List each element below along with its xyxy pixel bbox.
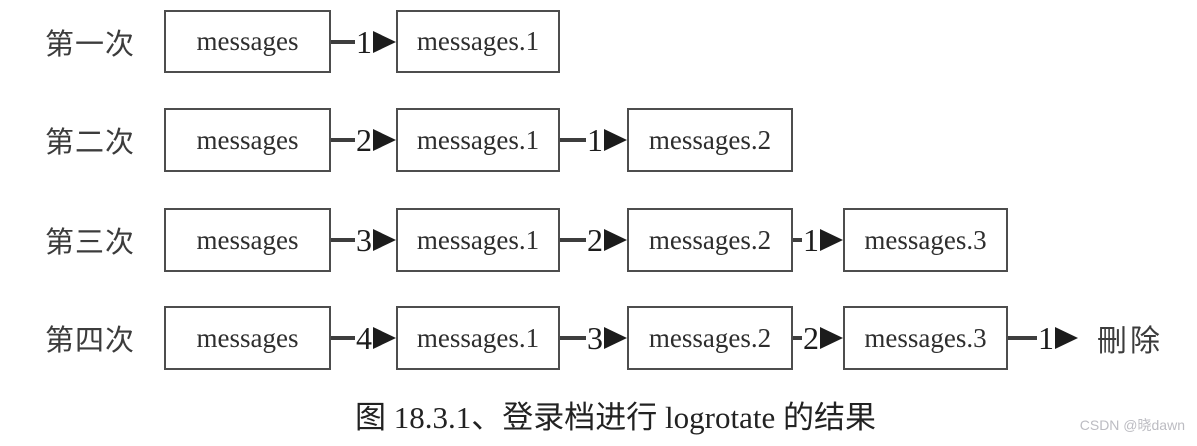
rotation-row-2: 第二次 messages 2 messages.1 1 messages.2 (0, 108, 1197, 172)
row-label: 第一次 (45, 28, 136, 61)
file-box: messages.1 (396, 10, 560, 73)
arrow-connector: 2 (560, 208, 627, 272)
rotation-row-3: 第三次 messages 3 messages.1 2 messages.2 1… (0, 208, 1197, 272)
delete-text: 刪除 (1097, 325, 1163, 358)
arrow-number: 2 (356, 122, 372, 158)
arrow-connector: 3 (560, 306, 627, 370)
file-box-label: messages.2 (648, 224, 772, 255)
arrow-head-icon (373, 129, 396, 151)
arrow-number: 3 (356, 222, 372, 258)
file-box: messages.3 (843, 208, 1008, 272)
arrow-connector: 2 (331, 108, 396, 172)
file-box-label: messages.1 (416, 322, 540, 353)
arrow-number: 2 (587, 222, 603, 258)
arrow-head-icon (1055, 327, 1078, 349)
file-box: messages.3 (843, 306, 1008, 370)
file-box-label: messages (196, 124, 299, 155)
arrow-connector: 4 (331, 306, 396, 370)
file-box: messages.1 (396, 108, 560, 172)
arrow-head-icon (373, 327, 396, 349)
arrow-line (331, 39, 355, 44)
arrow-line (560, 336, 586, 340)
arrow-line (560, 138, 586, 142)
rotation-row-1: 第一次 messages 1 messages.1 (0, 10, 1197, 73)
file-box: messages.2 (627, 108, 793, 172)
arrow-number: 2 (803, 320, 819, 356)
arrow-head-icon (604, 229, 627, 251)
arrow-connector: 3 (331, 208, 396, 272)
arrow-connector: 1 (1008, 306, 1078, 370)
file-box-label: messages (196, 26, 299, 56)
watermark: CSDN @晓dawn (1079, 417, 1185, 433)
figure-caption: 图 18.3.1、登录档进行 logrotate 的结果 (355, 400, 876, 435)
file-box-label: messages (196, 224, 299, 255)
file-box: messages (164, 108, 331, 172)
file-box-label: messages.3 (864, 224, 987, 255)
arrow-line (331, 336, 355, 340)
arrow-number: 1 (1038, 320, 1054, 356)
arrow-head-icon (604, 327, 627, 349)
file-box-label: messages (196, 322, 299, 353)
arrow-line (793, 336, 802, 340)
file-box: messages (164, 306, 331, 370)
arrow-head-icon (373, 30, 396, 53)
arrow-number: 3 (587, 320, 603, 356)
file-box: messages (164, 10, 331, 73)
file-box: messages.1 (396, 306, 560, 370)
arrow-connector: 2 (793, 306, 843, 370)
arrow-number: 1 (356, 23, 372, 60)
file-box: messages.2 (627, 208, 793, 272)
arrow-line (331, 238, 355, 242)
arrow-connector: 1 (331, 10, 396, 73)
arrow-line (331, 138, 355, 142)
file-box: messages (164, 208, 331, 272)
file-box-label: messages.1 (416, 124, 540, 155)
file-box-label: messages.1 (416, 224, 540, 255)
file-box-label: messages.3 (864, 322, 987, 353)
arrow-line (1008, 336, 1037, 340)
row-label: 第三次 (45, 227, 136, 259)
file-box-label: messages.1 (416, 26, 540, 56)
row-label: 第四次 (45, 325, 136, 357)
rotation-row-4: 第四次 messages 4 messages.1 3 messages.2 2… (0, 306, 1197, 370)
arrow-number: 1 (803, 222, 819, 258)
row-label: 第二次 (45, 127, 136, 159)
arrow-number: 4 (356, 320, 372, 356)
arrow-connector: 1 (560, 108, 627, 172)
file-box: messages.2 (627, 306, 793, 370)
file-box: messages.1 (396, 208, 560, 272)
file-box-label: messages.2 (648, 124, 772, 155)
arrow-head-icon (604, 129, 627, 151)
arrow-head-icon (820, 229, 843, 251)
file-box-label: messages.2 (648, 322, 772, 353)
arrow-line (793, 238, 802, 242)
arrow-head-icon (373, 229, 396, 251)
arrow-line (560, 238, 586, 242)
arrow-connector: 1 (793, 208, 843, 272)
arrow-number: 1 (587, 122, 603, 158)
arrow-head-icon (820, 327, 843, 349)
